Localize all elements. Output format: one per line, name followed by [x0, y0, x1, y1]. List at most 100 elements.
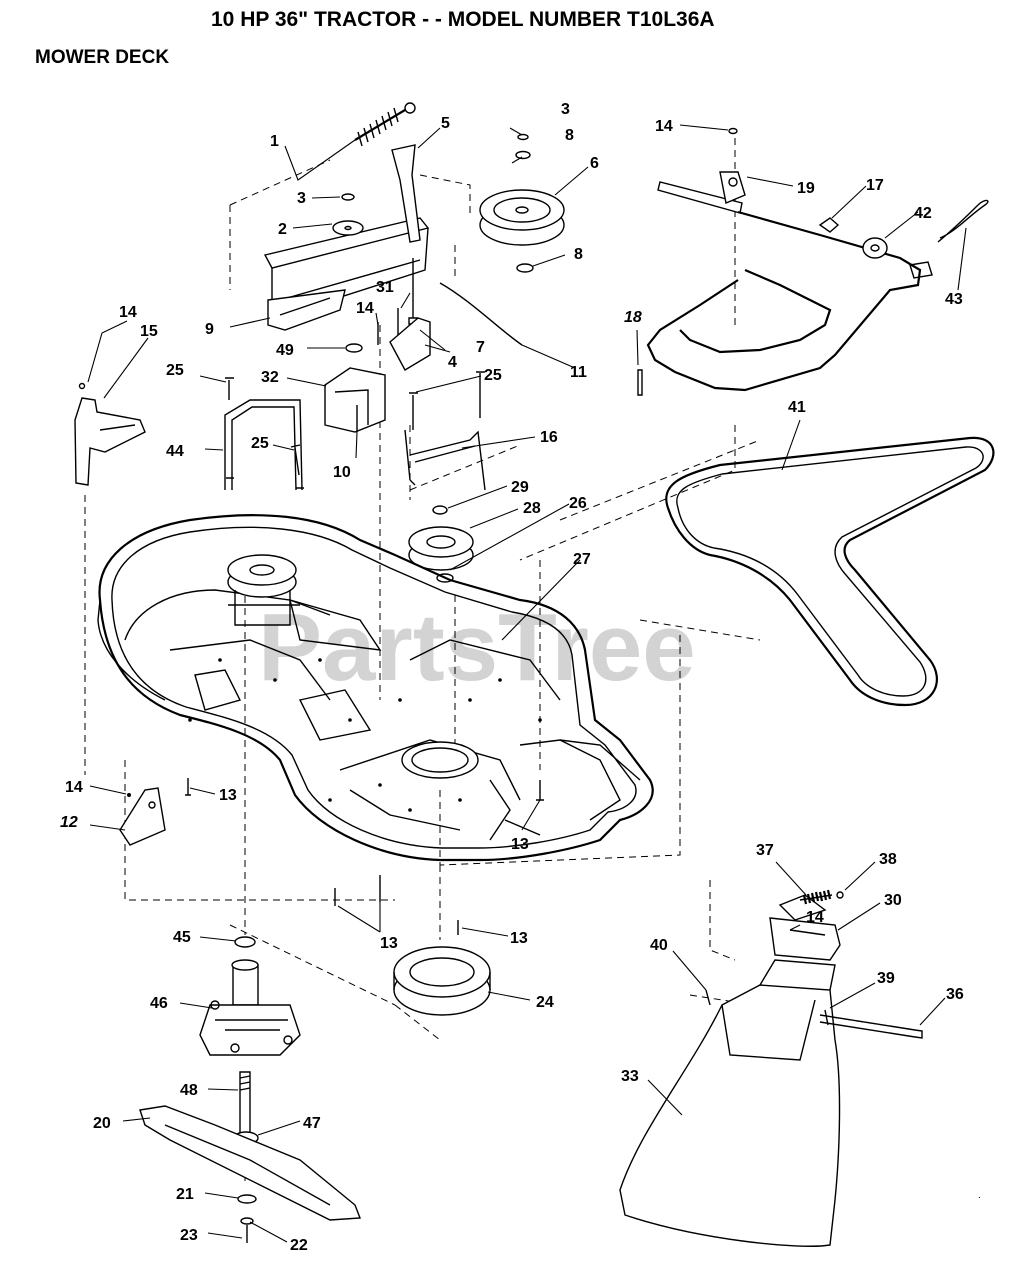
bolt-part-13-a — [185, 778, 191, 796]
spring-part-1 — [354, 102, 416, 147]
callout-41: 41 — [788, 399, 806, 416]
callout-4: 4 — [448, 354, 457, 371]
drive-belt-part-41 — [665, 436, 995, 707]
diagram-title: 10 HP 36" TRACTOR - - MODEL NUMBER T10L3… — [211, 8, 715, 31]
washer-part-42 — [862, 237, 888, 259]
bracket-part-12 — [119, 787, 166, 846]
bracket-part-32 — [324, 367, 386, 433]
callout-13: 13 — [510, 930, 528, 947]
callout-31: 31 — [376, 279, 394, 296]
callout-13: 13 — [511, 836, 529, 853]
idler-pulley-part-6 — [479, 189, 565, 246]
callout-25: 25 — [251, 435, 269, 452]
callout-numbers: 1 2 3 3 4 5 6 7 8 8 9 10 11 12 13 13 13 … — [60, 101, 964, 1254]
callout-leaders — [87, 124, 967, 1243]
pulley-part-28 — [408, 526, 474, 571]
callout-13: 13 — [380, 935, 398, 952]
callout-2: 2 — [278, 221, 287, 238]
callout-28: 28 — [523, 500, 541, 517]
bracket-part-4 — [389, 317, 431, 371]
callout-30: 30 — [884, 892, 902, 909]
washer-part-8-top — [515, 150, 531, 160]
callout-1: 1 — [270, 133, 279, 150]
callout-25: 25 — [484, 367, 502, 384]
callout-36: 36 — [946, 986, 964, 1003]
callout-14: 14 — [356, 300, 374, 317]
callout-40: 40 — [650, 937, 668, 954]
callout-44: 44 — [166, 443, 184, 460]
flap-part-30 — [769, 917, 841, 961]
idler-arm-part-17 — [646, 171, 922, 392]
bolt-part-13-b — [536, 780, 544, 801]
callout-29: 29 — [511, 479, 529, 496]
washer-part-49 — [345, 343, 363, 353]
callout-24: 24 — [536, 994, 554, 1011]
nut-part-29 — [432, 505, 448, 515]
callout-49: 49 — [276, 342, 294, 359]
callout-43: 43 — [945, 291, 963, 308]
callout-19: 19 — [797, 180, 815, 197]
callout-38: 38 — [879, 851, 897, 868]
lever-part-5 — [391, 144, 421, 243]
callout-45: 45 — [173, 929, 191, 946]
callout-14: 14 — [806, 909, 824, 926]
callout-12: 12 — [60, 814, 78, 831]
callout-14: 14 — [655, 118, 673, 135]
callout-32: 32 — [261, 369, 279, 386]
callout-23: 23 — [180, 1227, 198, 1244]
callout-16: 16 — [540, 429, 558, 446]
callout-21: 21 — [176, 1186, 194, 1203]
callout-33: 33 — [621, 1068, 639, 1085]
callout-48: 48 — [180, 1082, 198, 1099]
callout-27: 27 — [573, 551, 591, 568]
rod-part-36 — [819, 1014, 916, 1038]
callout-18: 18 — [624, 309, 642, 326]
callout-11: 11 — [570, 364, 587, 381]
alignment-lines — [84, 138, 916, 1185]
rod-part-44 — [224, 399, 303, 491]
washer-part-21 — [237, 1194, 257, 1204]
callout-39: 39 — [877, 970, 895, 987]
callout-3: 3 — [561, 101, 570, 118]
pin-part-18 — [637, 369, 643, 396]
svg-text:.: . — [978, 1190, 981, 1201]
section-title: MOWER DECK — [35, 47, 169, 68]
lift-linkage-assembly — [263, 102, 523, 433]
callout-14: 14 — [119, 304, 137, 321]
spring-part-39 — [824, 1009, 829, 1026]
callout-17: 17 — [866, 177, 884, 194]
rod-part-16 — [404, 429, 416, 486]
baffle-ring-part-24 — [393, 946, 491, 1016]
discharge-chute-part-33 — [619, 894, 841, 1247]
callout-3: 3 — [297, 190, 306, 207]
callout-13: 13 — [219, 787, 237, 804]
nut-part-3 — [341, 193, 355, 201]
callout-47: 47 — [303, 1115, 321, 1132]
callout-9: 9 — [205, 321, 214, 338]
link-rod-part-11 — [439, 282, 523, 346]
callout-22: 22 — [290, 1237, 308, 1254]
spring-part-40 — [705, 989, 711, 1006]
callout-8: 8 — [574, 246, 583, 263]
callout-20: 20 — [93, 1115, 111, 1132]
callout-6: 6 — [590, 155, 599, 172]
callout-14: 14 — [65, 779, 83, 796]
bracket-part-9 — [267, 289, 346, 331]
callout-46: 46 — [150, 995, 168, 1012]
hairpin-part-43 — [937, 199, 989, 243]
callout-26: 26 — [569, 495, 587, 512]
mower-deck-part-27 — [97, 514, 654, 862]
callout-7: 7 — [476, 339, 485, 356]
nut-part-3-top — [517, 133, 529, 141]
callout-10: 10 — [333, 464, 351, 481]
washer-part-2 — [332, 220, 364, 236]
callout-37: 37 — [756, 842, 774, 859]
front-hanger-part-15 — [74, 397, 146, 486]
callout-42: 42 — [914, 205, 932, 222]
callout-15: 15 — [140, 323, 158, 340]
callout-5: 5 — [441, 115, 450, 132]
callout-8: 8 — [565, 127, 574, 144]
spindle-shaft-part-48 — [239, 1071, 251, 1136]
